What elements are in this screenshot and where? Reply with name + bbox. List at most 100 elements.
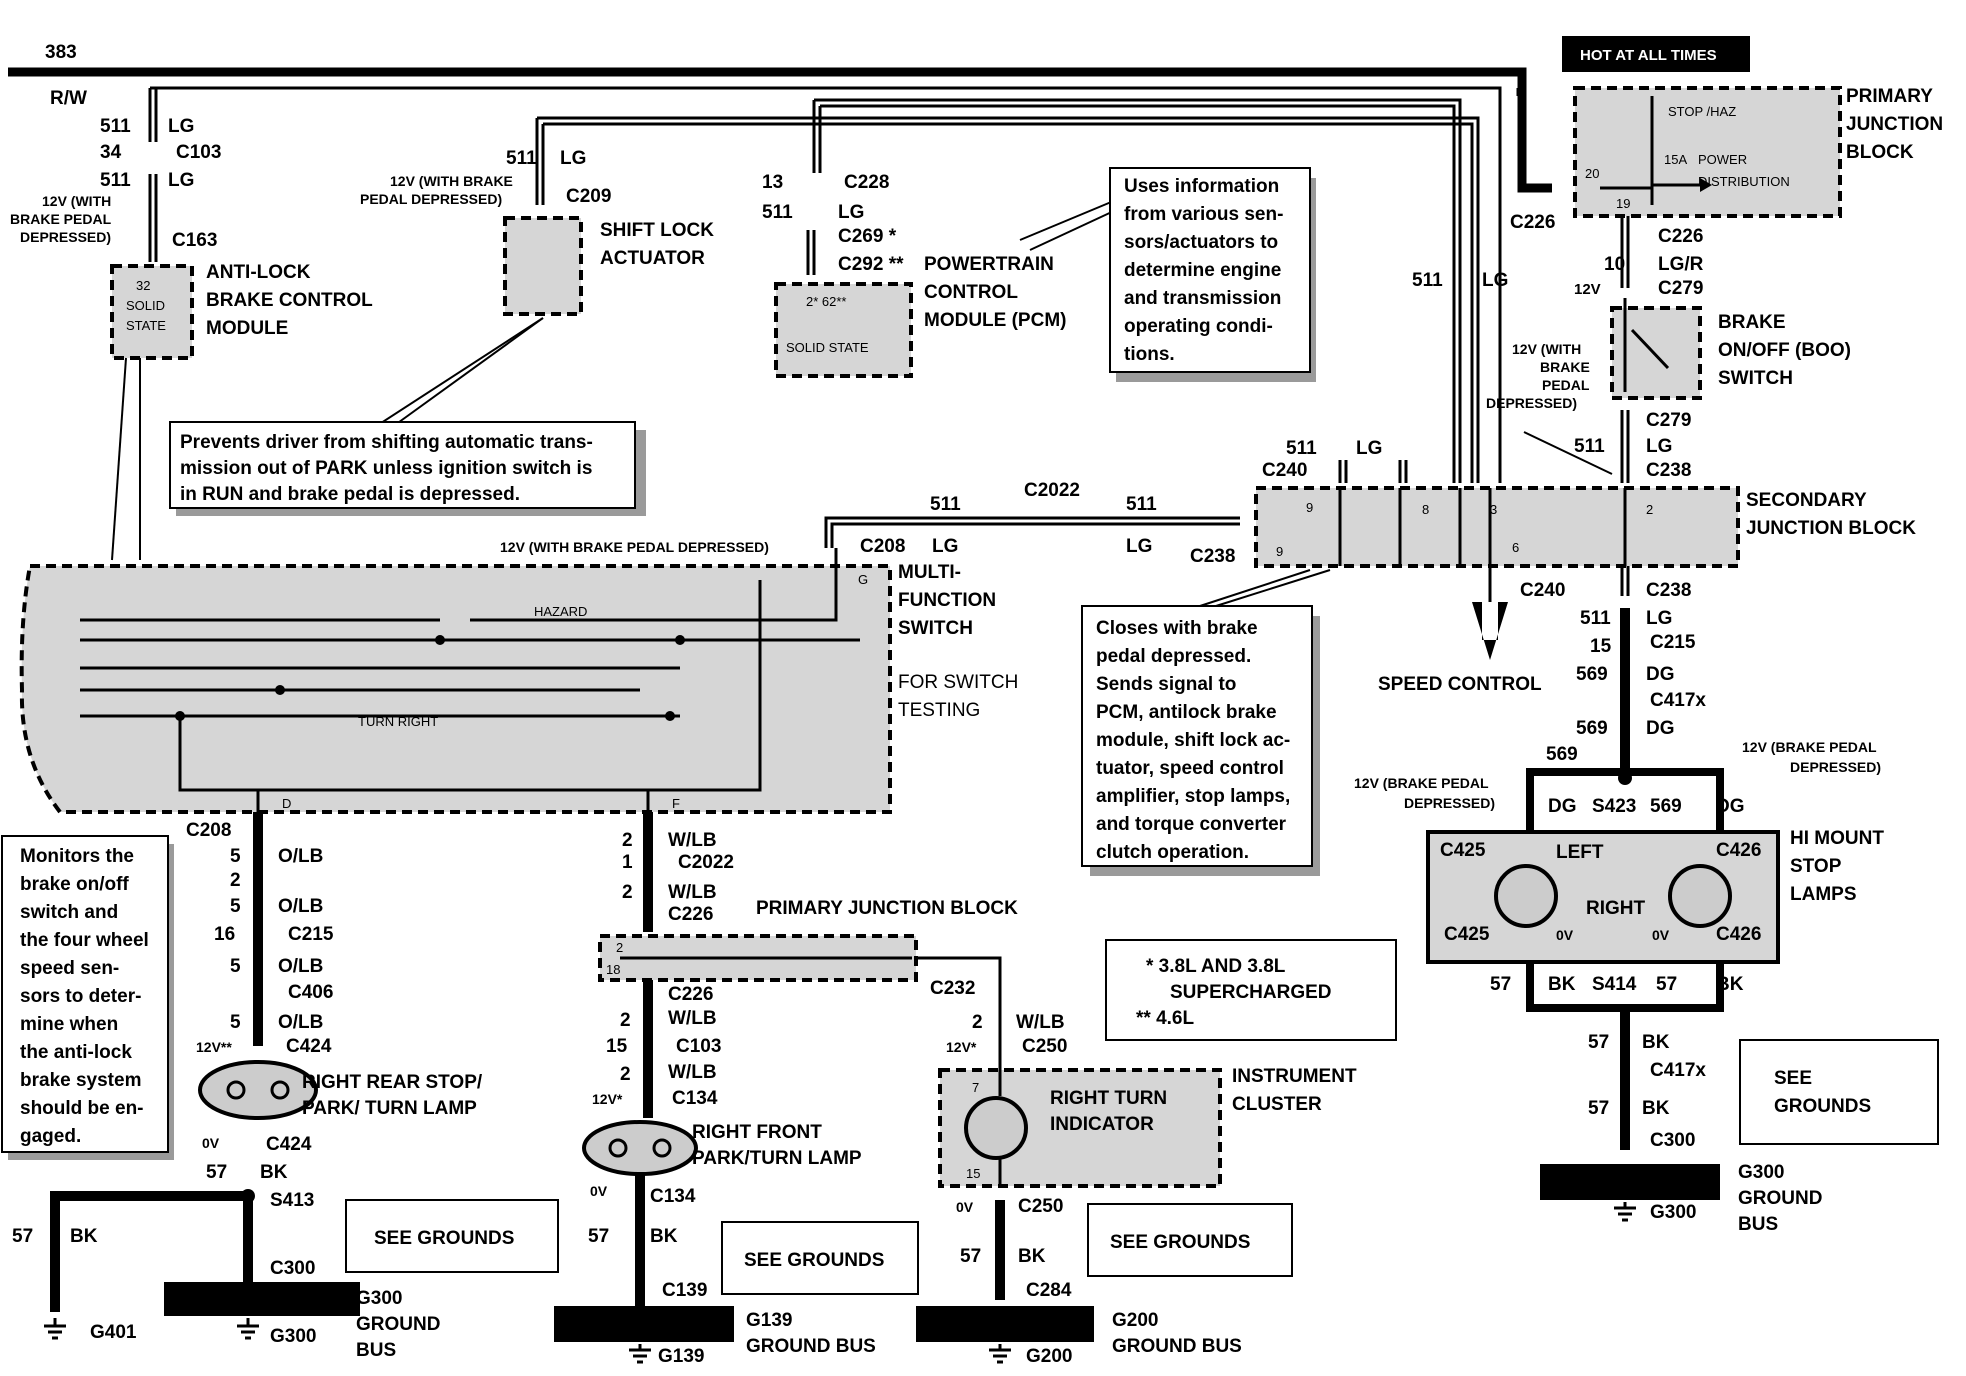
lc-s413: S413 xyxy=(270,1190,314,1211)
speed-c240: C240 xyxy=(1520,580,1565,601)
rc-c425b: C425 xyxy=(1444,924,1490,945)
boo-c238: C238 xyxy=(1646,460,1691,481)
rc-57d: 57 xyxy=(1588,1098,1609,1119)
mc-2b: 2 xyxy=(622,882,633,903)
svg-text:7: 7 xyxy=(972,1080,979,1095)
mc-lamp-1: RIGHT FRONT xyxy=(692,1122,822,1143)
svg-text:Uses information: Uses information xyxy=(1124,176,1279,197)
lc-c424: C424 xyxy=(286,1036,332,1057)
pcm-c292: C292 ** xyxy=(838,254,904,275)
legend-line-2: SUPERCHARGED xyxy=(1170,982,1332,1003)
rc-left: LEFT xyxy=(1556,842,1604,863)
lc-g401: G401 xyxy=(90,1322,137,1343)
lc-c424b: C424 xyxy=(266,1134,312,1155)
mfs-depressed: 12V (WITH BRAKE PEDAL DEPRESSED) xyxy=(500,539,769,555)
rc-c425: C425 xyxy=(1440,840,1486,861)
svg-text:F: F xyxy=(672,796,680,811)
svg-text:and transmission: and transmission xyxy=(1124,288,1281,309)
lc-2: 2 xyxy=(230,870,241,891)
abs-lg-a: LG xyxy=(168,116,194,137)
svg-text:from various sen-: from various sen- xyxy=(1124,204,1283,225)
lc-12v: 12V** xyxy=(196,1039,232,1055)
top-color: R/W xyxy=(50,88,87,109)
mc-12v: 12V* xyxy=(592,1091,623,1107)
legend-line-3: ** 4.6L xyxy=(1136,1008,1194,1029)
cl-c232: C232 xyxy=(930,978,975,999)
rc-dg-d: DG xyxy=(1716,796,1745,817)
lc-bk: BK xyxy=(260,1162,288,1183)
legend-line-1: * 3.8L AND 3.8L xyxy=(1146,956,1286,977)
svg-text:brake system: brake system xyxy=(20,1070,141,1091)
svg-text:tions.: tions. xyxy=(1124,344,1175,365)
cl-ind-2: INDICATOR xyxy=(1050,1114,1154,1135)
pcm-title-2: CONTROL xyxy=(924,282,1018,303)
pcm-pins: 2* 62** xyxy=(806,294,846,309)
svg-text:TURN RIGHT: TURN RIGHT xyxy=(358,714,438,729)
rc-dg-b: DG xyxy=(1646,718,1675,739)
right-column-wire xyxy=(1426,566,1780,1200)
abs-title-1: ANTI-LOCK xyxy=(206,262,311,283)
svg-text:should be en-: should be en- xyxy=(20,1098,144,1119)
lc-see: SEE GROUNDS xyxy=(374,1228,514,1249)
primary-jb-title-1: PRIMARY xyxy=(1846,86,1933,107)
abs-dep-2: BRAKE PEDAL xyxy=(10,211,112,227)
c226-top: C226 xyxy=(1510,212,1555,233)
rc-title-2: STOP xyxy=(1790,856,1842,877)
shift-lg: LG xyxy=(560,148,586,169)
speed-control-label: SPEED CONTROL xyxy=(1378,674,1542,695)
mfs-testing-2: TESTING xyxy=(898,700,980,721)
cl-c284: C284 xyxy=(1026,1280,1072,1301)
shift-title-1: SHIFT LOCK xyxy=(600,220,714,241)
fuse-stop-label: STOP /HAZ xyxy=(1668,104,1736,119)
rc-bk-c: BK xyxy=(1642,1032,1670,1053)
mc-bk: BK xyxy=(650,1226,678,1247)
lc-57b: 57 xyxy=(12,1226,33,1247)
lc-c300: C300 xyxy=(270,1258,315,1279)
mfs-title-1: MULTI- xyxy=(898,562,961,583)
pcm-title-3: MODULE (PCM) xyxy=(924,310,1066,331)
rc-57a: 57 xyxy=(1490,974,1511,995)
shift-lock-box xyxy=(503,216,583,316)
sjb-wire-lg: LG xyxy=(1482,270,1508,291)
abs-dep-3: DEPRESSED) xyxy=(20,229,111,245)
boo-color: LG/R xyxy=(1658,254,1704,275)
shift-dep-1: 12V (WITH BRAKE xyxy=(390,173,513,189)
rc-c417b: C417x xyxy=(1650,1060,1706,1081)
rc-569c: 569 xyxy=(1546,744,1578,765)
boo-title-3: SWITCH xyxy=(1718,368,1793,389)
boo-note-leader-1 xyxy=(1199,569,1311,607)
mc-57: 57 xyxy=(588,1226,609,1247)
boo-switch xyxy=(1610,216,1702,483)
pcm-title-1: POWERTRAIN xyxy=(924,254,1054,275)
svg-text:amplifier, stop lamps,: amplifier, stop lamps, xyxy=(1096,786,1290,807)
svg-text:the anti-lock: the anti-lock xyxy=(20,1042,132,1063)
cl-0v: 0V xyxy=(956,1199,974,1215)
top-circuit: 383 xyxy=(45,42,77,63)
rc-569b: 569 xyxy=(1576,718,1608,739)
shift-leader-2 xyxy=(394,317,544,426)
lc-lamp-2: PARK/ TURN LAMP xyxy=(302,1098,477,1119)
rc-see-box xyxy=(1739,1039,1939,1145)
lc-16: 16 xyxy=(214,924,235,945)
lc-c208: C208 xyxy=(186,820,231,841)
abs-511b: 511 xyxy=(100,170,131,191)
rc-c300: C300 xyxy=(1650,1130,1695,1151)
cl-gbus-1: G200 xyxy=(1112,1310,1158,1331)
rc-c426: C426 xyxy=(1716,840,1761,861)
lc-olb-c: O/LB xyxy=(278,956,323,977)
rc-see-1: SEE xyxy=(1774,1068,1812,1089)
svg-text:sors/actuators to: sors/actuators to xyxy=(1124,232,1278,253)
mfs-lg: LG xyxy=(932,536,958,557)
svg-text:switch and: switch and xyxy=(20,902,118,923)
mc-pjb-title: PRIMARY JUNCTION BLOCK xyxy=(756,898,1018,919)
boo-511: 511 xyxy=(1574,436,1605,457)
abs-module: 32 SOLID STATE xyxy=(110,264,194,561)
rc-dep-r-2: DEPRESSED) xyxy=(1790,759,1881,775)
rc-bk-a: BK xyxy=(1548,974,1576,995)
ground-icon xyxy=(989,1344,1011,1364)
svg-text:9: 9 xyxy=(1306,500,1313,515)
pcm-c228: C228 xyxy=(844,172,889,193)
mc-c2022: C2022 xyxy=(678,852,734,873)
mc-c103: C103 xyxy=(676,1036,721,1057)
ground-icon xyxy=(629,1344,651,1364)
